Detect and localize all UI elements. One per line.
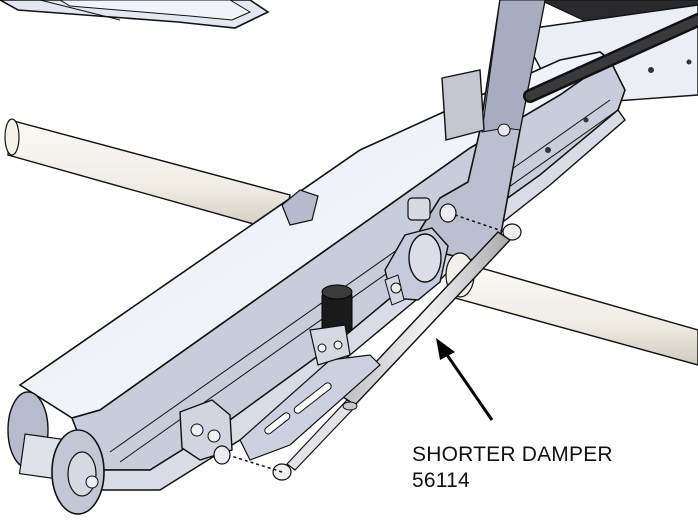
- slotted-bracket: [239, 354, 381, 461]
- bolt: [407, 197, 457, 223]
- vertical-arm-bracket: [419, 0, 546, 261]
- main-frame-rail: [18, 51, 626, 491]
- crossbar-tube-left: [4, 118, 291, 233]
- upper-left-part: [0, 0, 270, 29]
- callout-arrow: [436, 338, 494, 421]
- damper-part-number-text: 56114: [412, 469, 470, 492]
- damper-callout-label: SHORTER DAMPER 56114: [412, 442, 613, 494]
- shorter-damper: [227, 214, 522, 481]
- knob-sensor: [309, 284, 353, 366]
- mounting-tab: [281, 189, 319, 226]
- damper-name-text: SHORTER DAMPER: [412, 443, 613, 466]
- cable: [523, 13, 698, 103]
- lower-bracket: [179, 399, 233, 465]
- crossbar-tube-right: [454, 261, 698, 366]
- end-roller: [7, 391, 105, 515]
